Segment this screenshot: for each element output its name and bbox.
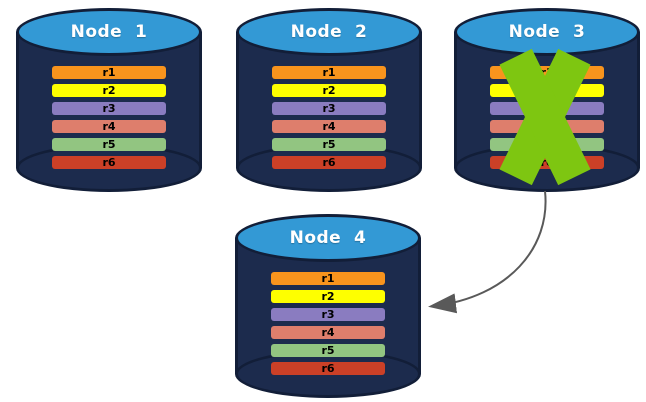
replica-rows: r1 r2 r3 r4 r5 r6 [272, 66, 386, 174]
replica-row-r5: r5 [272, 138, 386, 151]
cylinder-top: Node 1 [16, 8, 202, 56]
node-title: Node 2 [290, 22, 368, 42]
replica-row-r1: r1 [271, 272, 385, 285]
replica-row-r3: r3 [271, 308, 385, 321]
cylinder-top: Node 4 [235, 214, 421, 262]
cylinder-top: Node 3 [454, 8, 640, 56]
replica-row-r1: r1 [52, 66, 166, 79]
cylinder-top: Node 2 [236, 8, 422, 56]
node-title: Node 4 [289, 228, 367, 248]
replica-rows: r1 r2 r3 r4 r5 r6 [271, 272, 385, 380]
replica-row-r3: r3 [272, 102, 386, 115]
node-cylinder-1: r1 r2 r3 r4 r5 r6 Node 1 [16, 8, 202, 192]
replica-row-r6: r6 [272, 156, 386, 169]
replica-row-r6: r6 [52, 156, 166, 169]
replica-row-r3: r3 [52, 102, 166, 115]
node-cylinder-2: r1 r2 r3 r4 r5 r6 Node 2 [236, 8, 422, 192]
replica-row-r4: r4 [271, 326, 385, 339]
replica-row-r2: r2 [271, 290, 385, 303]
replica-row-r6: r6 [271, 362, 385, 375]
replica-row-r4: r4 [272, 120, 386, 133]
replica-row-r5: r5 [52, 138, 166, 151]
replica-row-r4: r4 [52, 120, 166, 133]
node-title: Node 1 [70, 22, 148, 42]
replica-row-r2: r2 [272, 84, 386, 97]
replica-rows: r1 r2 r3 r4 r5 r6 [52, 66, 166, 174]
replica-row-r2: r2 [52, 84, 166, 97]
failure-x-icon [498, 48, 592, 186]
node-cylinder-4: r1 r2 r3 r4 r5 r6 Node 4 [235, 214, 421, 398]
node-title: Node 3 [508, 22, 586, 42]
replica-row-r5: r5 [271, 344, 385, 357]
replica-row-r1: r1 [272, 66, 386, 79]
